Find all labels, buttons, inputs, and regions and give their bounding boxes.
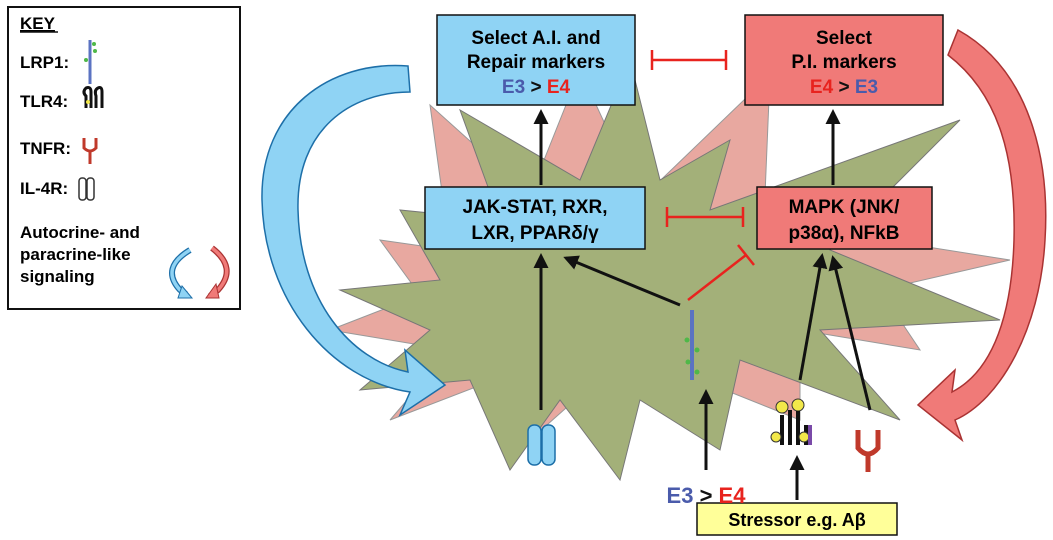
mapk-line1: MAPK (JNK/ <box>789 197 901 218</box>
pi-markers-box: Select P.I. markers E4 > E3 <box>744 14 944 106</box>
red-paracrine-arrow <box>916 28 1047 443</box>
tlr4-receptor-icon <box>770 398 812 445</box>
tnfr-icon <box>82 138 98 164</box>
inhibition-top <box>650 50 728 70</box>
key-tlr4-label: TLR4: <box>20 92 68 111</box>
activation-arrows <box>533 109 872 500</box>
mapk-box: MAPK (JNK/ p38α), NFkB <box>756 186 933 250</box>
tlr4-icon <box>82 86 104 108</box>
bottom-gt: > <box>693 483 718 508</box>
tnfr-receptor-icon <box>855 430 881 472</box>
mapk-line2: p38α), NFkB <box>789 223 900 244</box>
bottom-e4: E4 <box>719 483 747 508</box>
il4r-receptor-icon <box>527 424 556 470</box>
key-border <box>7 6 241 310</box>
jak-stat-line1: JAK-STAT, RXR, <box>463 197 608 218</box>
pi-markers-line2: P.I. markers <box>791 52 896 73</box>
key-signaling-line1: Autocrine- and <box>20 223 140 242</box>
inhibition-lrp1-to-mapk <box>687 244 755 301</box>
jak-stat-line2: LXR, PPARδ/γ <box>471 223 599 244</box>
ai-markers-line1: Select A.I. and <box>471 28 600 49</box>
key-tnfr-label: TNFR: <box>20 139 71 158</box>
jak-stat-box: JAK-STAT, RXR, LXR, PPARδ/γ <box>424 186 646 250</box>
stressor-box: Stressor e.g. Aβ <box>696 502 898 536</box>
key-il4r-label: IL-4R: <box>20 179 68 198</box>
inhibition-middle <box>665 207 745 227</box>
key-signaling-line2: paracrine-like <box>20 245 131 264</box>
key-signaling-line3: signaling <box>20 267 95 286</box>
ai-markers-box: Select A.I. and Repair markers E3 > E4 <box>436 14 636 106</box>
ai-e3: E3 <box>502 77 525 98</box>
key-panel: KEY LRP1: TLR4: TNFR: IL-4R: Autocrine- … <box>7 6 241 310</box>
key-signaling-arrows-icon <box>169 245 230 299</box>
ai-markers-line2: Repair markers <box>467 52 605 73</box>
pi-gt: > <box>833 77 855 98</box>
key-lrp1-label: LRP1: <box>20 53 69 72</box>
ai-markers-ratio: E3 > E4 <box>502 77 571 98</box>
blue-autocrine-arrow <box>261 64 447 418</box>
pi-markers-ratio: E4 > E3 <box>810 77 878 98</box>
green-starburst <box>338 58 1001 482</box>
stressor-label: Stressor e.g. Aβ <box>728 510 865 530</box>
pi-e4: E4 <box>810 77 834 98</box>
bottom-e3: E3 <box>667 483 694 508</box>
ai-e4: E4 <box>547 77 571 98</box>
pi-markers-line1: Select <box>816 28 873 49</box>
bottom-e3-gt-e4: E3 > E4 <box>667 483 747 508</box>
lrp1-icon <box>84 40 97 84</box>
lrp1-receptor-icon <box>684 310 700 380</box>
key-title: KEY <box>20 14 56 33</box>
pi-e3: E3 <box>855 77 878 98</box>
ai-gt: > <box>525 77 547 98</box>
il4r-icon <box>78 177 95 201</box>
